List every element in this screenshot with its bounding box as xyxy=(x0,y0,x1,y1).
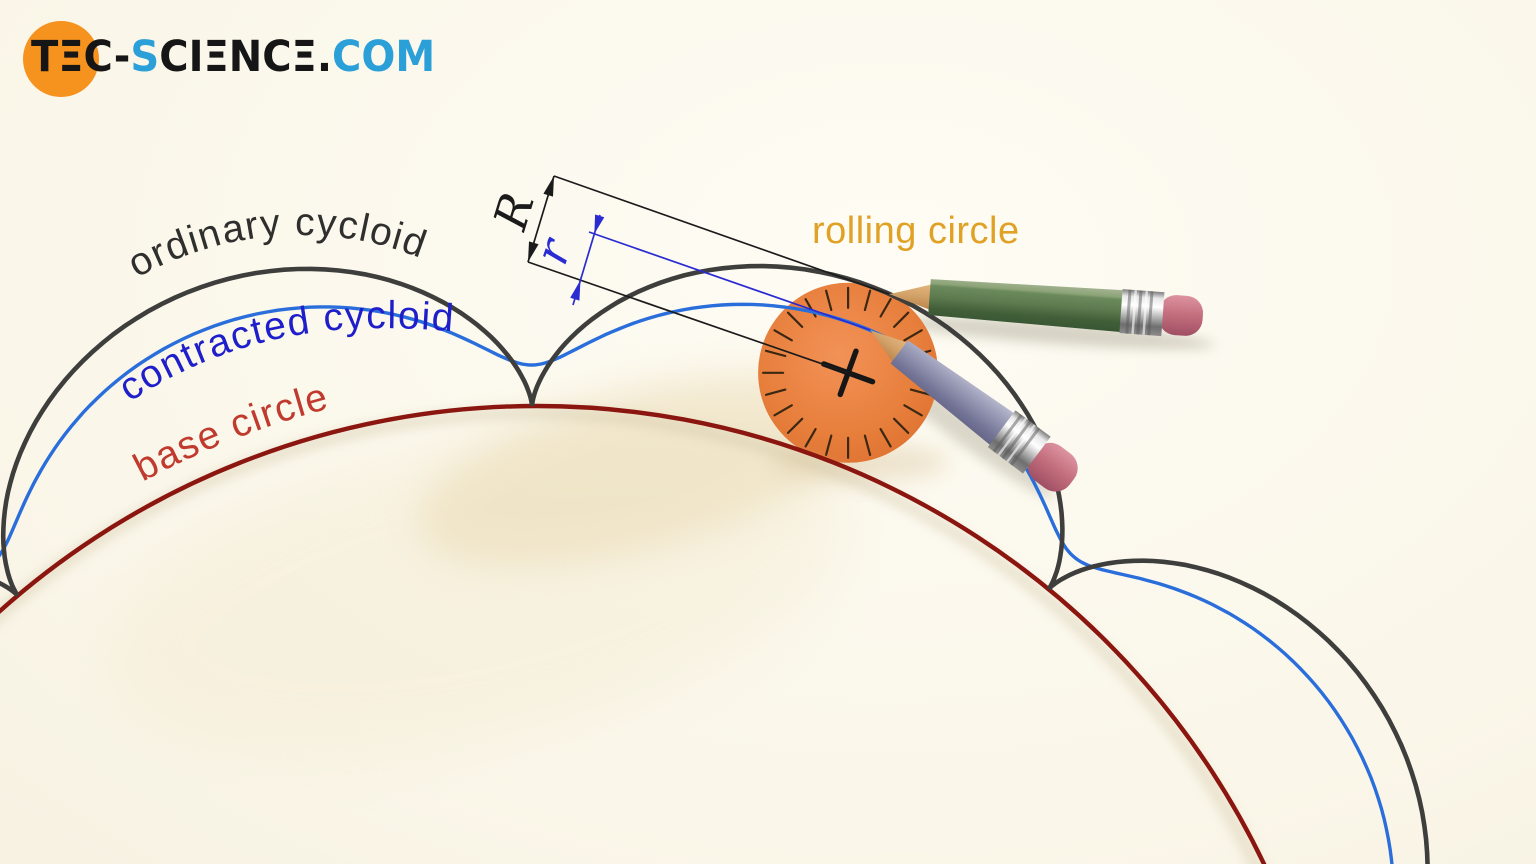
dimension-label-R: R xyxy=(483,187,545,237)
tick-mark xyxy=(879,428,892,448)
radius-R-dimension xyxy=(527,175,890,374)
dimension-extension-line-center xyxy=(527,261,849,374)
ferrule-ridge xyxy=(1010,427,1041,466)
arrowhead-icon xyxy=(570,280,581,301)
ferrule-highlight xyxy=(997,417,1028,456)
ferrule-ridge xyxy=(992,413,1023,453)
dimension-extension-line-rim xyxy=(553,175,890,295)
rolling-circle-tick-marks xyxy=(761,286,935,459)
ferrule-highlight xyxy=(1142,290,1149,335)
tick-mark xyxy=(863,289,872,312)
green-pencil-shadow xyxy=(895,316,1215,350)
rolling-circle-group xyxy=(758,282,939,463)
ordinary-cycloid-curve xyxy=(0,263,1430,864)
tick-mark xyxy=(786,417,804,434)
tick-mark xyxy=(773,404,793,417)
pencil-body xyxy=(928,279,1125,333)
arrowhead-icon xyxy=(543,176,554,197)
base-circle-shadow xyxy=(0,408,1261,864)
ferrule-ridge xyxy=(1125,289,1132,334)
tick-mark xyxy=(804,428,817,448)
tick-mark xyxy=(863,434,872,456)
tick-mark xyxy=(892,311,910,328)
arrowhead-icon xyxy=(528,241,539,262)
base-circle-curve xyxy=(0,404,1267,864)
logo-text-black: TΞC- xyxy=(31,32,131,82)
green-pencil xyxy=(889,279,1204,337)
rolling-circle-cast-shadow xyxy=(416,372,864,568)
site-logo: TΞC-SCIΞNCΞ.COM xyxy=(0,0,435,110)
ferrule-highlight xyxy=(1006,424,1036,463)
pencil-eraser xyxy=(1158,295,1204,336)
rolling-circle-label: rolling circle xyxy=(812,210,1020,252)
tick-mark xyxy=(764,388,787,396)
tick-mark xyxy=(903,329,923,342)
tick-mark xyxy=(773,329,793,342)
logo-text-blue: S xyxy=(130,32,160,82)
pencil-body xyxy=(890,340,1016,446)
ferrule-ridge xyxy=(1147,291,1154,336)
dimension-extension-line-tip xyxy=(588,231,871,331)
logo-orange-circle xyxy=(23,21,99,97)
tick-mark xyxy=(824,434,833,456)
tick-mark xyxy=(909,388,932,396)
pencil-eraser xyxy=(1027,442,1078,492)
dimension-label-r: r xyxy=(524,230,583,271)
gray-pencil xyxy=(870,330,1078,492)
tick-mark xyxy=(824,289,833,312)
logo-text: TΞC-SCIΞNCΞ.COM xyxy=(31,33,435,81)
tick-mark xyxy=(879,298,892,318)
paper-shading xyxy=(106,316,1215,757)
ferrule-ridge xyxy=(1001,420,1032,460)
ferrule-ridge xyxy=(1136,290,1143,335)
contracted-cycloid-curve xyxy=(0,302,1394,864)
pencil-wood-tip xyxy=(889,284,933,311)
radius-r-dimension xyxy=(570,214,871,331)
tick-mark xyxy=(903,404,923,417)
logo-text-black: CIΞNCΞ. xyxy=(159,32,333,82)
cross-arm-vertical xyxy=(837,348,859,398)
ordinary-cycloid-label: ordinary cycloid xyxy=(121,201,433,286)
logo-text-blue: COM xyxy=(332,32,436,82)
arrowhead-icon xyxy=(594,214,605,234)
ferrule-highlight xyxy=(1131,290,1138,335)
tick-mark xyxy=(764,349,787,358)
tick-mark xyxy=(786,311,804,328)
tick-mark xyxy=(892,417,910,434)
